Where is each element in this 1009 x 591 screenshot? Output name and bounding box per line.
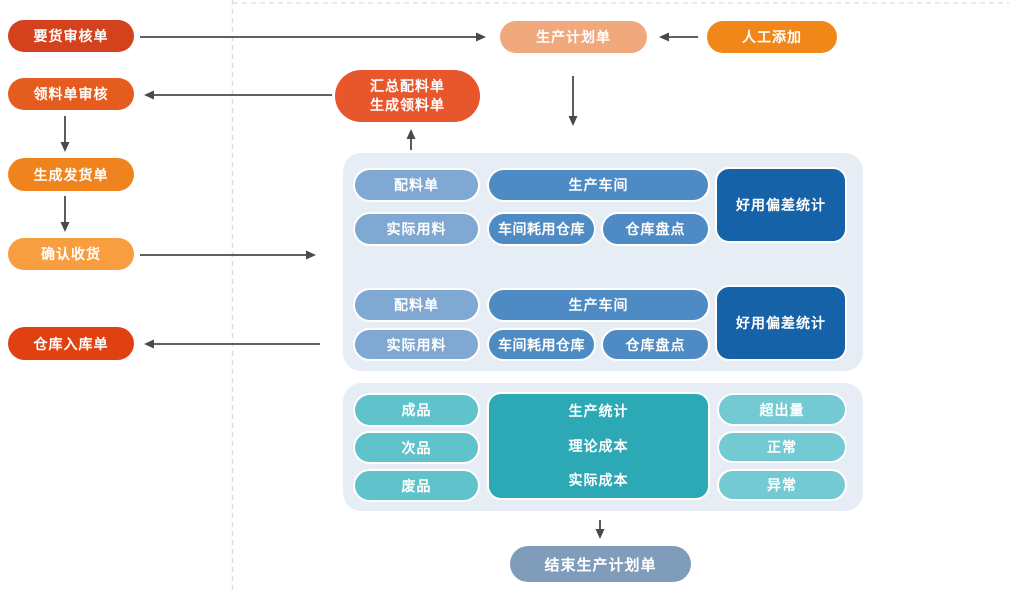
actual-cost-label: 实际成本 bbox=[568, 472, 629, 488]
node-deviation-stats-2: 好用偏差统计 bbox=[715, 285, 847, 361]
node-deviation-stats-1: 好用偏差统计 bbox=[715, 167, 847, 243]
node-actual-usage-1: 实际用料 bbox=[353, 212, 480, 246]
node-defective-goods: 次品 bbox=[353, 431, 480, 464]
node-batching-order-1: 配料单 bbox=[353, 168, 480, 202]
node-workshop-consumption-warehouse-1: 车间耗用仓库 bbox=[487, 212, 596, 246]
node-finished-goods: 成品 bbox=[353, 393, 480, 427]
node-batching-order-2: 配料单 bbox=[353, 288, 480, 322]
node-confirm-receipt: 确认收货 bbox=[8, 238, 134, 270]
node-manual-add: 人工添加 bbox=[707, 21, 837, 53]
node-production-workshop-1: 生产车间 bbox=[487, 168, 710, 202]
summary-line-2: 生成领料单 bbox=[370, 97, 445, 113]
node-stocktaking-2: 仓库盘点 bbox=[601, 328, 710, 361]
node-stocktaking-1: 仓库盘点 bbox=[601, 212, 710, 246]
node-scrap-goods: 废品 bbox=[353, 469, 480, 502]
node-production-workshop-2: 生产车间 bbox=[487, 288, 710, 322]
node-actual-usage-2: 实际用料 bbox=[353, 328, 480, 361]
node-warehouse-inbound-order: 仓库入库单 bbox=[8, 327, 134, 360]
production-statistics-label: 生产统计 bbox=[568, 403, 629, 419]
node-production-plan-order: 生产计划单 bbox=[500, 21, 647, 53]
summary-line-1: 汇总配料单 bbox=[370, 78, 445, 94]
node-production-cost-summary: 生产统计 理论成本 实际成本 bbox=[487, 392, 710, 500]
node-normal: 正常 bbox=[717, 431, 847, 463]
node-end-production-plan: 结束生产计划单 bbox=[510, 546, 691, 582]
node-workshop-consumption-warehouse-2: 车间耗用仓库 bbox=[487, 328, 596, 361]
theoretical-cost-label: 理论成本 bbox=[568, 437, 629, 454]
node-generate-dispatch-order: 生成发货单 bbox=[8, 158, 134, 191]
node-picking-order-review: 领料单审核 bbox=[8, 78, 134, 110]
node-excess-amount: 超出量 bbox=[717, 393, 847, 426]
node-demand-review-order: 要货审核单 bbox=[8, 20, 134, 52]
node-summary-batching-order: 汇总配料单 生成领料单 bbox=[335, 70, 480, 122]
node-abnormal: 异常 bbox=[717, 469, 847, 501]
